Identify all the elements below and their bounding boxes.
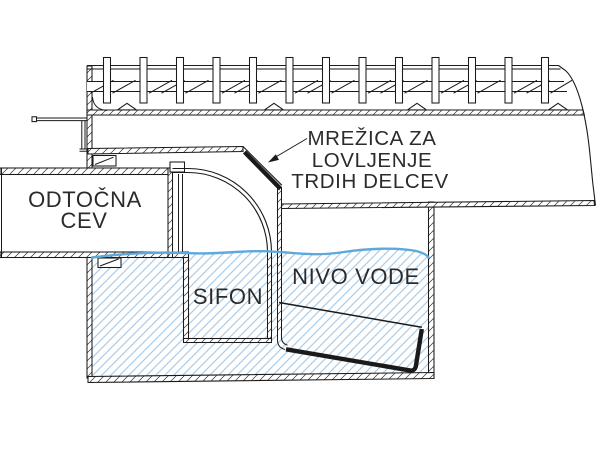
- water-level-line: [90, 247, 430, 259]
- side-knockout-upper: [92, 154, 117, 167]
- pipe-inner-joint-lines: [178, 174, 183, 252]
- locking-cams: [115, 102, 570, 111]
- pipe-elbow: [172, 167, 273, 253]
- bucket-rim-line: [278, 301, 422, 329]
- side-knockout-lower: [97, 257, 122, 269]
- siphon-label: SIFON: [192, 284, 264, 309]
- grate-seat-lines: [86, 109, 585, 116]
- grate-inner-corner: [92, 96, 108, 111]
- drain-pipe-label-line2: CEV: [60, 208, 108, 233]
- water-level-label: NIVO VODE: [292, 264, 420, 289]
- grate-crossbar-hatch: [90, 79, 573, 94]
- mesh-leader: [268, 138, 308, 163]
- grate-bars: [102, 56, 550, 104]
- drain-pipe-box: [0, 161, 190, 259]
- channel-right-curve: [558, 65, 597, 206]
- water-area: [92, 248, 429, 379]
- mesh-label-line1: MREŽICA ZA: [307, 126, 437, 150]
- mesh-plate: [242, 150, 283, 191]
- drain-pipe-label-line1: ODTOČNA: [28, 187, 142, 212]
- pipe-flange: [169, 161, 186, 173]
- housing-top: [87, 145, 283, 269]
- leader-arrowhead-icon: [268, 154, 279, 163]
- grating: [86, 56, 585, 116]
- sediment-bucket: [278, 301, 424, 373]
- mesh-label-line3: TRDIH DELCEV: [291, 169, 449, 193]
- mesh-label-line2: LOVLJENJE: [311, 148, 433, 172]
- left-bracket: [31, 116, 88, 152]
- bucket-shell: [285, 328, 424, 373]
- water-hatch-region: [92, 248, 429, 379]
- housing-ledge: [280, 199, 596, 210]
- leader-line: [273, 138, 308, 159]
- housing-partition: [277, 187, 288, 350]
